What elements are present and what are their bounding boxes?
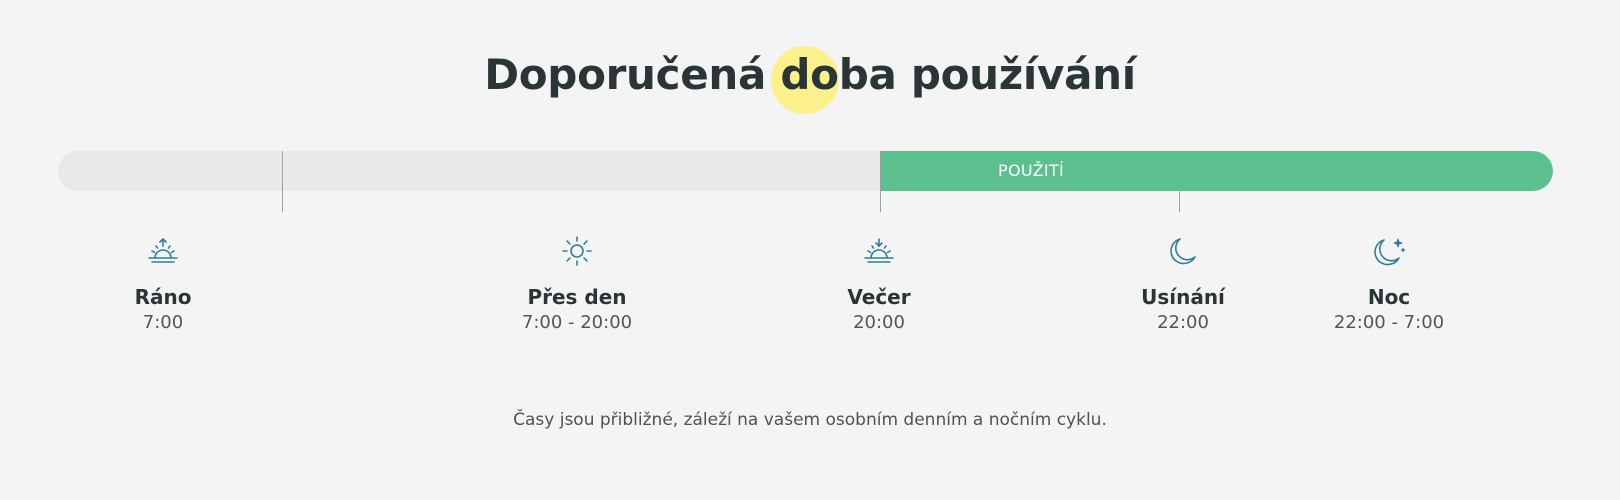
marker-time: 22:00 xyxy=(1157,312,1209,333)
timeline-tick-morning xyxy=(282,151,283,212)
marker-label: Večer xyxy=(847,285,911,309)
sunset-icon xyxy=(861,233,897,269)
marker-falling-asleep: Usínání 22:00 xyxy=(1073,233,1293,333)
marker-label: Přes den xyxy=(527,285,627,309)
usage-timeline-track: POUŽITÍ xyxy=(58,151,1553,191)
marker-evening: Večer 20:00 xyxy=(769,233,989,333)
marker-time: 20:00 xyxy=(853,312,905,333)
marker-morning: Ráno 7:00 xyxy=(53,233,273,333)
marker-night: Noc 22:00 - 7:00 xyxy=(1279,233,1499,333)
moon-icon xyxy=(1165,233,1201,269)
marker-time: 7:00 - 20:00 xyxy=(521,312,633,333)
marker-day: Přes den 7:00 - 20:00 xyxy=(467,233,687,333)
marker-time: 7:00 xyxy=(142,312,184,333)
timeline-tick-evening xyxy=(880,151,881,212)
title-highlight-dot xyxy=(771,46,839,114)
usage-period-bar: POUŽITÍ xyxy=(881,151,1553,191)
usage-period-label: POUŽITÍ xyxy=(998,161,1064,180)
marker-label: Ráno xyxy=(134,285,192,309)
timeline-tick-falling-asleep xyxy=(1179,151,1180,212)
footnote: Časy jsou přibližné, záleží na vašem oso… xyxy=(513,410,1107,430)
marker-label: Noc xyxy=(1367,285,1411,309)
page-title: Doporučená doba používání xyxy=(484,50,1136,99)
marker-time: 22:00 - 7:00 xyxy=(1333,312,1445,333)
marker-label: Usínání xyxy=(1141,285,1225,309)
moon-stars-icon xyxy=(1371,233,1407,269)
sunrise-icon xyxy=(145,233,181,269)
title-container: Doporučená doba používání xyxy=(0,50,1620,99)
sun-icon xyxy=(559,233,595,269)
